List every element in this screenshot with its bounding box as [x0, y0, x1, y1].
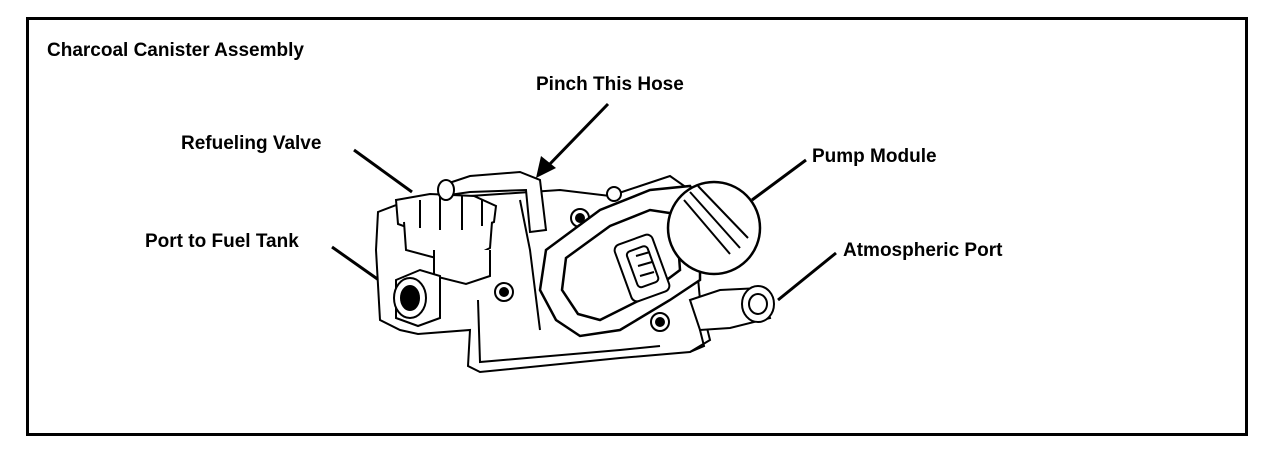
- pinch-hose: [437, 170, 548, 234]
- label-atmospheric-port: Atmospheric Port: [843, 240, 1003, 261]
- refueling-valve: [394, 192, 498, 286]
- label-pinch-hose: Pinch This Hose: [536, 74, 684, 95]
- label-refueling-valve: Refueling Valve: [181, 133, 322, 154]
- leader-pinch-hose: [544, 102, 610, 170]
- label-port-fuel-tank: Port to Fuel Tank: [145, 231, 299, 252]
- leader-lines: [331, 102, 837, 302]
- leader-refueling-valve: [353, 148, 413, 194]
- port-fuel-tank: [393, 268, 441, 328]
- atmospheric-port: [688, 285, 775, 353]
- connector: [613, 233, 671, 303]
- pinch-arrowhead-icon: [536, 156, 556, 178]
- label-pump-module: Pump Module: [812, 146, 937, 167]
- diagram-title: Charcoal Canister Assembly: [47, 40, 304, 61]
- leader-pump-module: [751, 158, 807, 202]
- leader-atmospheric-port: [777, 251, 837, 302]
